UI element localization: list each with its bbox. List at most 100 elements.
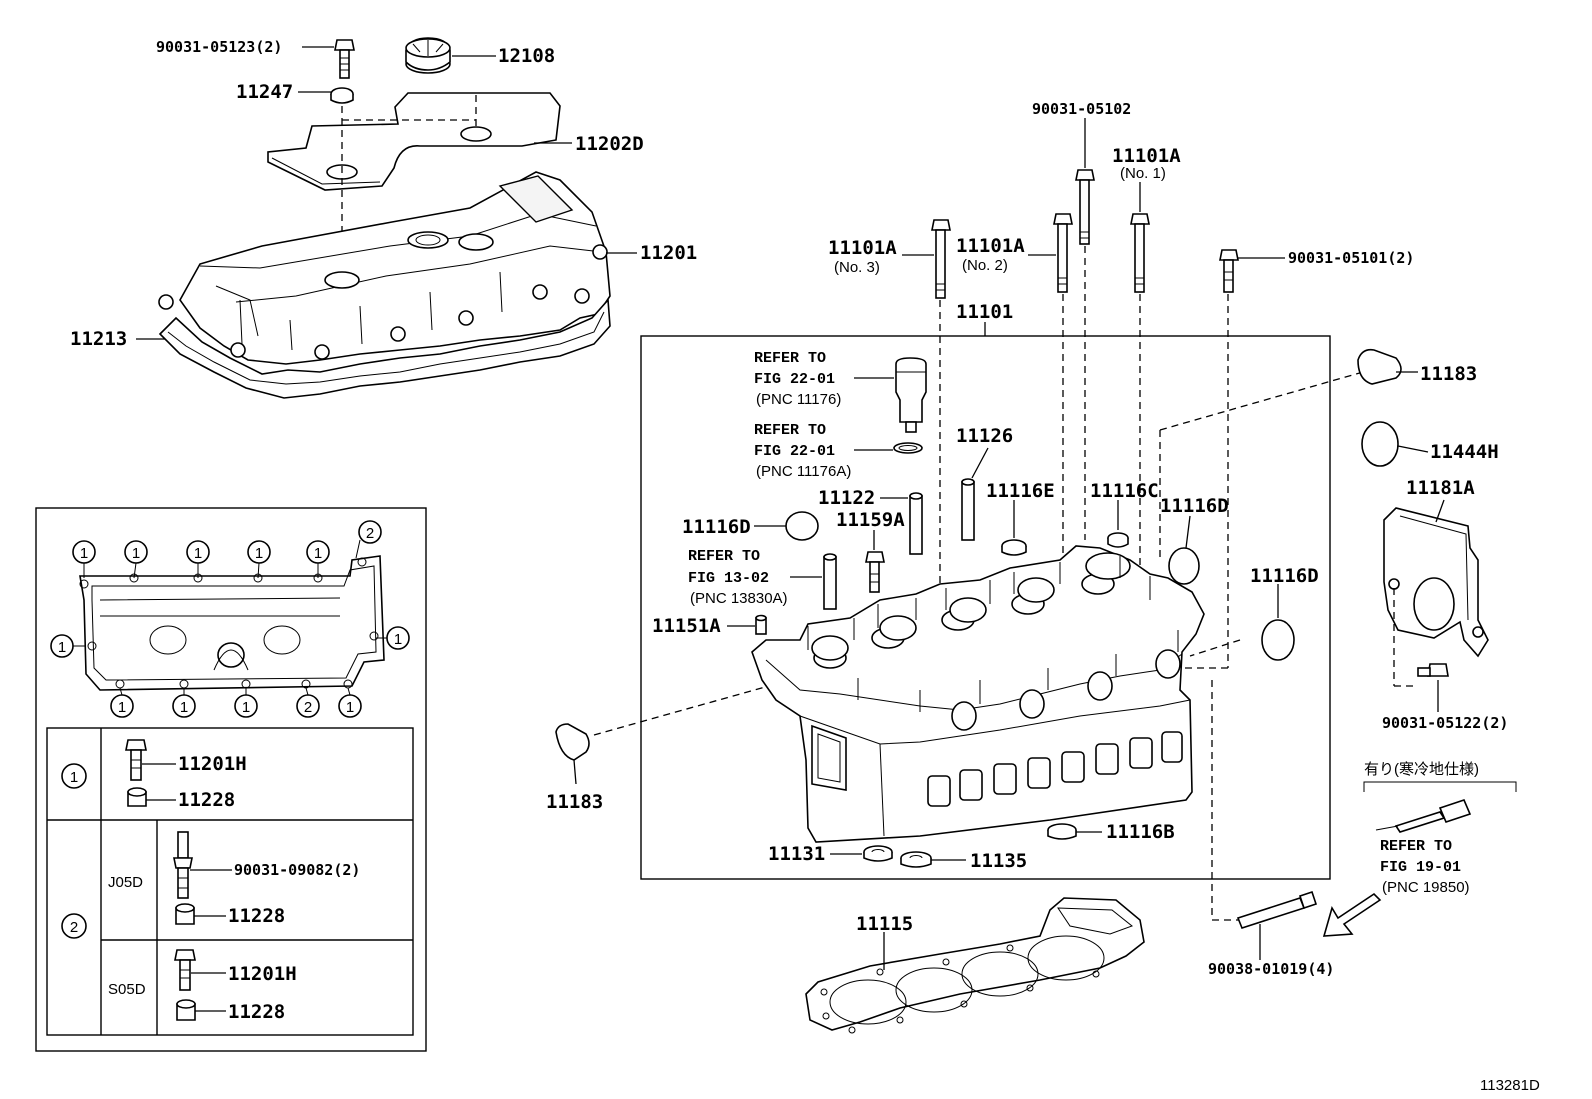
head-gasket-icon xyxy=(805,897,1145,1034)
ref-nozzle-2: FIG 22-01 xyxy=(754,371,835,388)
label-bolt-small: 90031-05102 xyxy=(1032,100,1131,118)
cover-gasket-icon xyxy=(158,298,611,399)
svg-text:2: 2 xyxy=(70,919,78,936)
label-head-sub-assy: 11101 xyxy=(956,301,1013,323)
ref-glow-3: (PNC 19850) xyxy=(1382,879,1470,896)
plate-bolt-icon xyxy=(1417,663,1449,677)
head-bolt-no2-icon xyxy=(1053,213,1073,293)
oil-cap-icon xyxy=(405,37,451,74)
label-bolt-right: 90031-05101(2) xyxy=(1288,249,1414,267)
svg-text:1: 1 xyxy=(70,769,78,786)
svg-text:1: 1 xyxy=(118,699,126,716)
label-plug-d-far: 11116D xyxy=(1250,565,1319,587)
cover-plate-icon xyxy=(1383,507,1489,658)
label-pin-a: 11151A xyxy=(652,615,721,637)
svg-text:1: 1 xyxy=(255,545,263,562)
ref-pin-2: FIG 13-02 xyxy=(688,570,769,587)
label-cap-top: 11183 xyxy=(1420,363,1477,385)
seat-a-icon xyxy=(863,845,893,862)
svg-text:1: 1 xyxy=(242,699,250,716)
label-plug-c: 11116C xyxy=(1090,480,1159,502)
head-bolt-no1-long-icon xyxy=(1130,213,1150,293)
label-bolt-no2: 11101A xyxy=(956,235,1025,257)
svg-text:1: 1 xyxy=(132,545,140,562)
callout-circles: 1 1 1 1 1 2 1 1 1 1 1 2 1 xyxy=(50,520,410,718)
gasket-bolt-inset: 1 1 1 1 1 2 1 1 1 1 1 2 1 1 2 xyxy=(35,507,427,1052)
plug-d-right-icon xyxy=(1168,547,1200,585)
plug-b-icon xyxy=(1047,823,1077,840)
head-cover-icon xyxy=(158,171,611,365)
svg-text:2: 2 xyxy=(366,525,374,542)
ref-glow-2: FIG 19-01 xyxy=(1380,859,1461,876)
seal-washer-icon xyxy=(330,87,354,104)
label-bolt-no2-sub: (No. 2) xyxy=(962,257,1008,274)
label-row2b-bolt: 11201H xyxy=(228,963,297,985)
label-oil-cap: 12108 xyxy=(498,45,555,67)
label-row2a-washer: 11228 xyxy=(228,905,285,927)
head-bolt-no3-icon xyxy=(931,219,951,299)
label-head-cover: 11201 xyxy=(640,242,697,264)
label-cover-gasket: 11213 xyxy=(70,328,127,350)
svg-text:1: 1 xyxy=(394,631,402,648)
label-plug-h: 11444H xyxy=(1430,441,1499,463)
head-bolt-right-icon xyxy=(1219,249,1239,293)
plug-d-far-icon xyxy=(1261,619,1295,661)
label-plate-bolt: 90031-05122(2) xyxy=(1382,714,1508,732)
glow-plug-icon xyxy=(1375,799,1472,833)
grommet-icon xyxy=(127,787,147,807)
label-bolt-no1: 11101A xyxy=(1112,145,1181,167)
label-row1-bolt: 11201H xyxy=(178,753,247,775)
label-seat-a: 11131 xyxy=(768,843,825,865)
label-bolt-no1-sub: (No. 1) xyxy=(1120,165,1166,182)
ref-ring-2: FIG 22-01 xyxy=(754,443,835,460)
label-bolt-no3-sub: (No. 3) xyxy=(834,259,880,276)
label-cap-bottom: 11183 xyxy=(546,791,603,813)
svg-text:2: 2 xyxy=(304,699,312,716)
engine-s05d: S05D xyxy=(108,981,146,998)
label-stud: 11159A xyxy=(836,509,905,531)
head-group: 90031-05102 11101A (No. 1) 11101A (No. 3… xyxy=(546,100,1517,1034)
label-row1-washer: 11228 xyxy=(178,789,235,811)
label-cover-bolt: 90031-05123(2) xyxy=(156,38,282,56)
label-plug-d-left: 11116D xyxy=(682,516,751,538)
label-plug-e: 11116E xyxy=(986,480,1055,502)
label-head-bolt: 90038-01019(4) xyxy=(1208,960,1334,978)
stud-bolt-icon xyxy=(173,831,193,899)
mini-gasket-icon xyxy=(79,555,385,691)
ref-ring-1: REFER TO xyxy=(754,422,826,439)
label-insulator: 11202D xyxy=(575,133,644,155)
plug-h-icon xyxy=(1361,421,1399,467)
ref-ring-3: (PNC 11176A) xyxy=(756,463,851,480)
svg-text:1: 1 xyxy=(58,639,66,656)
label-plug-b: 11116B xyxy=(1106,821,1175,843)
plug-d-left-icon xyxy=(785,511,819,541)
engine-j05d: J05D xyxy=(108,874,143,891)
seat-b-icon xyxy=(900,851,932,868)
ref-nozzle-3: (PNC 11176) xyxy=(756,391,841,408)
svg-text:1: 1 xyxy=(346,699,354,716)
label-guide-a: 11126 xyxy=(956,425,1013,447)
cap-top-icon xyxy=(1357,348,1402,385)
dowel-pin-icon xyxy=(823,553,837,610)
head-bolt-no1-icon xyxy=(1075,169,1095,245)
flange-bolt-icon-2 xyxy=(174,949,196,991)
ref-pin-3: (PNC 13830A) xyxy=(690,590,788,607)
label-bolt-no3: 11101A xyxy=(828,237,897,259)
ref-nozzle-1: REFER TO xyxy=(754,350,826,367)
long-head-bolt-icon xyxy=(1236,890,1318,929)
grommet-icon-3 xyxy=(176,999,196,1021)
cover-group: 90031-05123(2) 12108 11247 11202D xyxy=(70,37,697,399)
plug-c-icon xyxy=(1107,532,1129,548)
label-cover-plate: 11181A xyxy=(1406,477,1475,499)
label-seal-washer: 11247 xyxy=(236,81,293,103)
ref-glow-1: REFER TO xyxy=(1380,838,1452,855)
svg-text:1: 1 xyxy=(194,545,202,562)
plug-e-icon xyxy=(1001,539,1027,556)
ref-pin-1: REFER TO xyxy=(688,548,760,565)
svg-text:1: 1 xyxy=(180,699,188,716)
cap-bottom-icon xyxy=(555,723,590,761)
svg-text:1: 1 xyxy=(80,545,88,562)
label-guide-b: 11122 xyxy=(818,487,875,509)
o-ring-icon xyxy=(893,442,923,454)
flange-bolt-icon xyxy=(125,739,147,781)
